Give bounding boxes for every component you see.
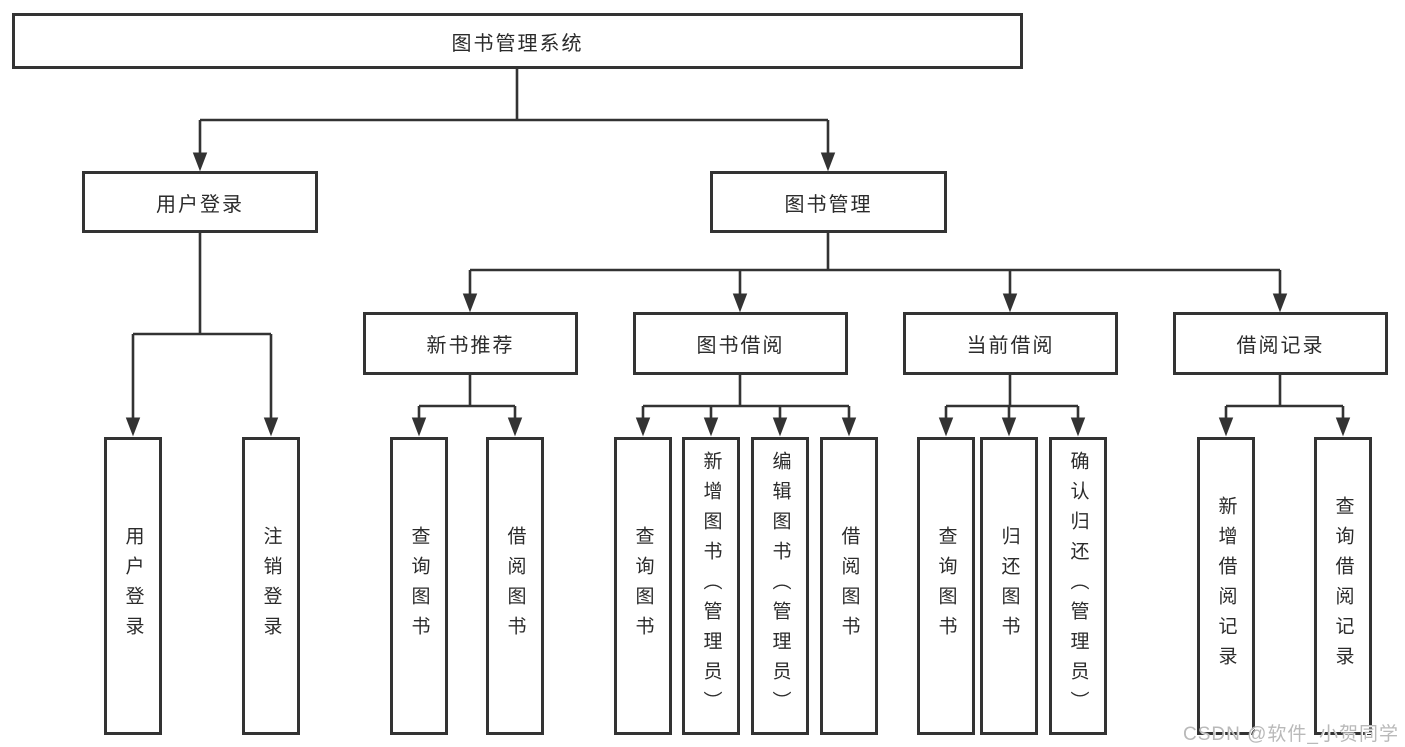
- leaf-confirm-return-admin: 确认归还（管理员）: [1049, 437, 1107, 735]
- leaf-return-books: 归还图书: [980, 437, 1038, 735]
- node-borrowing-records: 借阅记录: [1173, 312, 1388, 375]
- leaf-logout: 注销登录: [242, 437, 300, 735]
- leaf-query-books-recommend: 查询图书: [390, 437, 448, 735]
- leaf-confirm-return-admin-label: 确认归还（管理员）: [1067, 451, 1089, 721]
- leaf-add-books-admin-label: 新增图书（管理员）: [700, 451, 722, 721]
- node-user-login: 用户登录: [82, 171, 318, 233]
- leaf-edit-books-admin: 编辑图书（管理员）: [751, 437, 809, 735]
- leaf-borrow-books-label: 借阅图书: [838, 526, 860, 646]
- node-book-management: 图书管理: [710, 171, 947, 233]
- node-current-borrowing: 当前借阅: [903, 312, 1118, 375]
- node-root-system-label: 图书管理系统: [451, 32, 584, 55]
- node-new-book-recommendation: 新书推荐: [363, 312, 578, 375]
- leaf-add-borrow-record: 新增借阅记录: [1197, 437, 1255, 735]
- leaf-query-books-current-label: 查询图书: [935, 526, 957, 646]
- node-root-system: 图书管理系统: [12, 13, 1023, 69]
- leaf-add-borrow-record-label: 新增借阅记录: [1215, 496, 1237, 676]
- leaf-borrow-books-recommend-label: 借阅图书: [504, 526, 526, 646]
- node-current-borrowing-label: 当前借阅: [966, 335, 1055, 357]
- node-book-borrowing: 图书借阅: [633, 312, 848, 375]
- leaf-add-books-admin: 新增图书（管理员）: [682, 437, 740, 735]
- node-borrowing-records-label: 借阅记录: [1236, 335, 1325, 357]
- leaf-query-books-current: 查询图书: [917, 437, 975, 735]
- csdn-watermark: CSDN @软件_小贺同学: [1183, 724, 1399, 745]
- leaf-query-books-borrowing-label: 查询图书: [632, 526, 654, 646]
- leaf-query-books-recommend-label: 查询图书: [408, 526, 430, 646]
- node-user-login-label: 用户登录: [156, 193, 244, 216]
- leaf-return-books-label: 归还图书: [998, 526, 1020, 646]
- leaf-edit-books-admin-label: 编辑图书（管理员）: [769, 451, 791, 721]
- leaf-borrow-books: 借阅图书: [820, 437, 878, 735]
- leaf-logout-label: 注销登录: [260, 526, 282, 646]
- leaf-user-login-label: 用户登录: [122, 526, 144, 646]
- leaf-borrow-books-recommend: 借阅图书: [486, 437, 544, 735]
- node-new-book-recommendation-label: 新书推荐: [426, 335, 515, 357]
- node-book-borrowing-label: 图书借阅: [696, 335, 785, 357]
- node-book-management-label: 图书管理: [784, 193, 873, 216]
- leaf-query-books-borrowing: 查询图书: [614, 437, 672, 735]
- leaf-query-borrow-record-label: 查询借阅记录: [1332, 496, 1354, 676]
- leaf-query-borrow-record: 查询借阅记录: [1314, 437, 1372, 735]
- leaf-user-login: 用户登录: [104, 437, 162, 735]
